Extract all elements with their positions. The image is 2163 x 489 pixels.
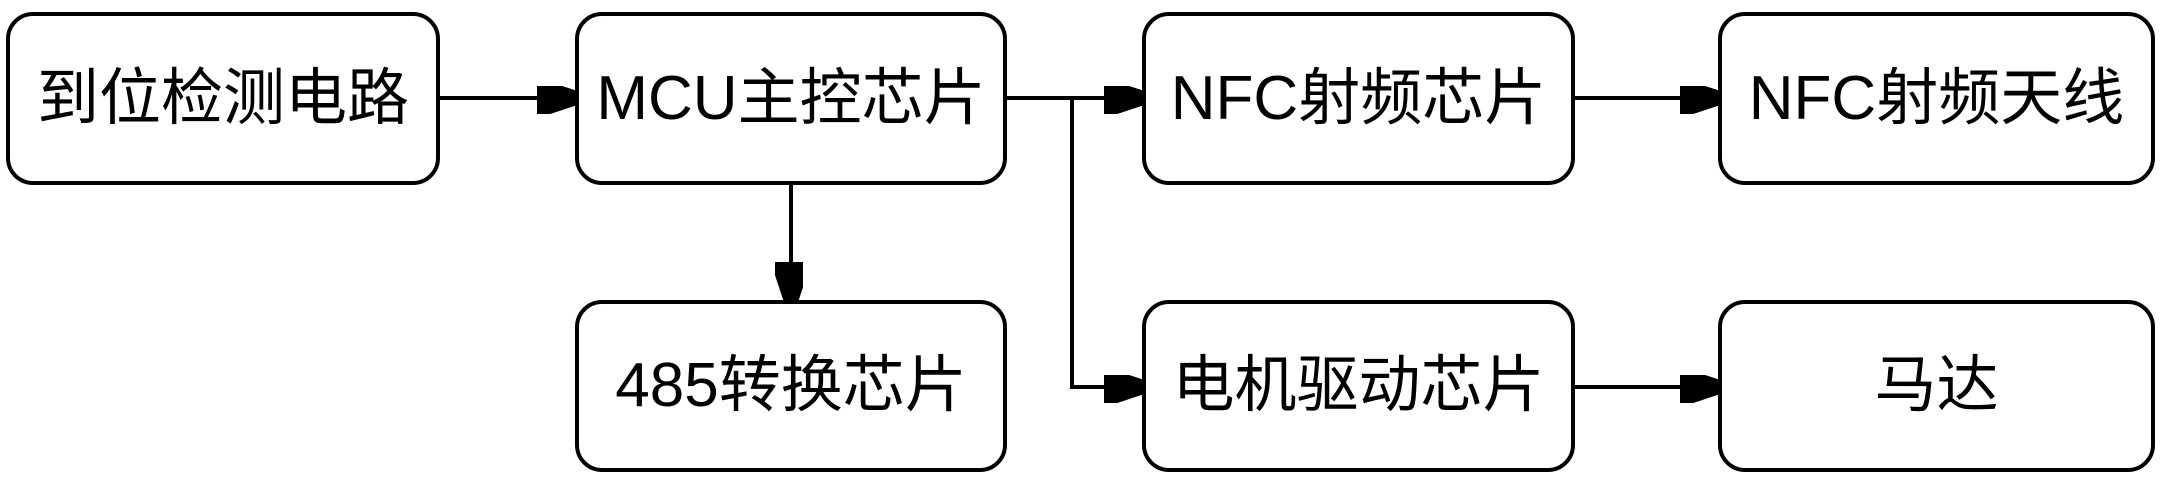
node-label: 到位检测电路 (36, 63, 409, 133)
node-motor-driver-chip: 电机驱动芯片 (1142, 300, 1575, 472)
node-label: MCU主控芯片 (596, 63, 986, 133)
node-nfc-rf-antenna: NFC射频天线 (1718, 12, 2155, 185)
node-label: NFC射频芯片 (1170, 63, 1547, 133)
node-motor: 马达 (1718, 300, 2155, 472)
node-label: 485转换芯片 (615, 351, 967, 420)
node-485-converter-chip: 485转换芯片 (575, 300, 1007, 472)
node-label: 电机驱动芯片 (1172, 351, 1545, 420)
node-nfc-rf-chip: NFC射频芯片 (1142, 12, 1575, 185)
node-mcu-main-control-chip: MCU主控芯片 (575, 12, 1007, 185)
node-label: NFC射频天线 (1748, 63, 2125, 133)
node-label: 马达 (1874, 351, 1999, 420)
arrow-mcu-to-motor-driver (1070, 98, 1140, 387)
node-position-detection-circuit: 到位检测电路 (6, 12, 440, 185)
